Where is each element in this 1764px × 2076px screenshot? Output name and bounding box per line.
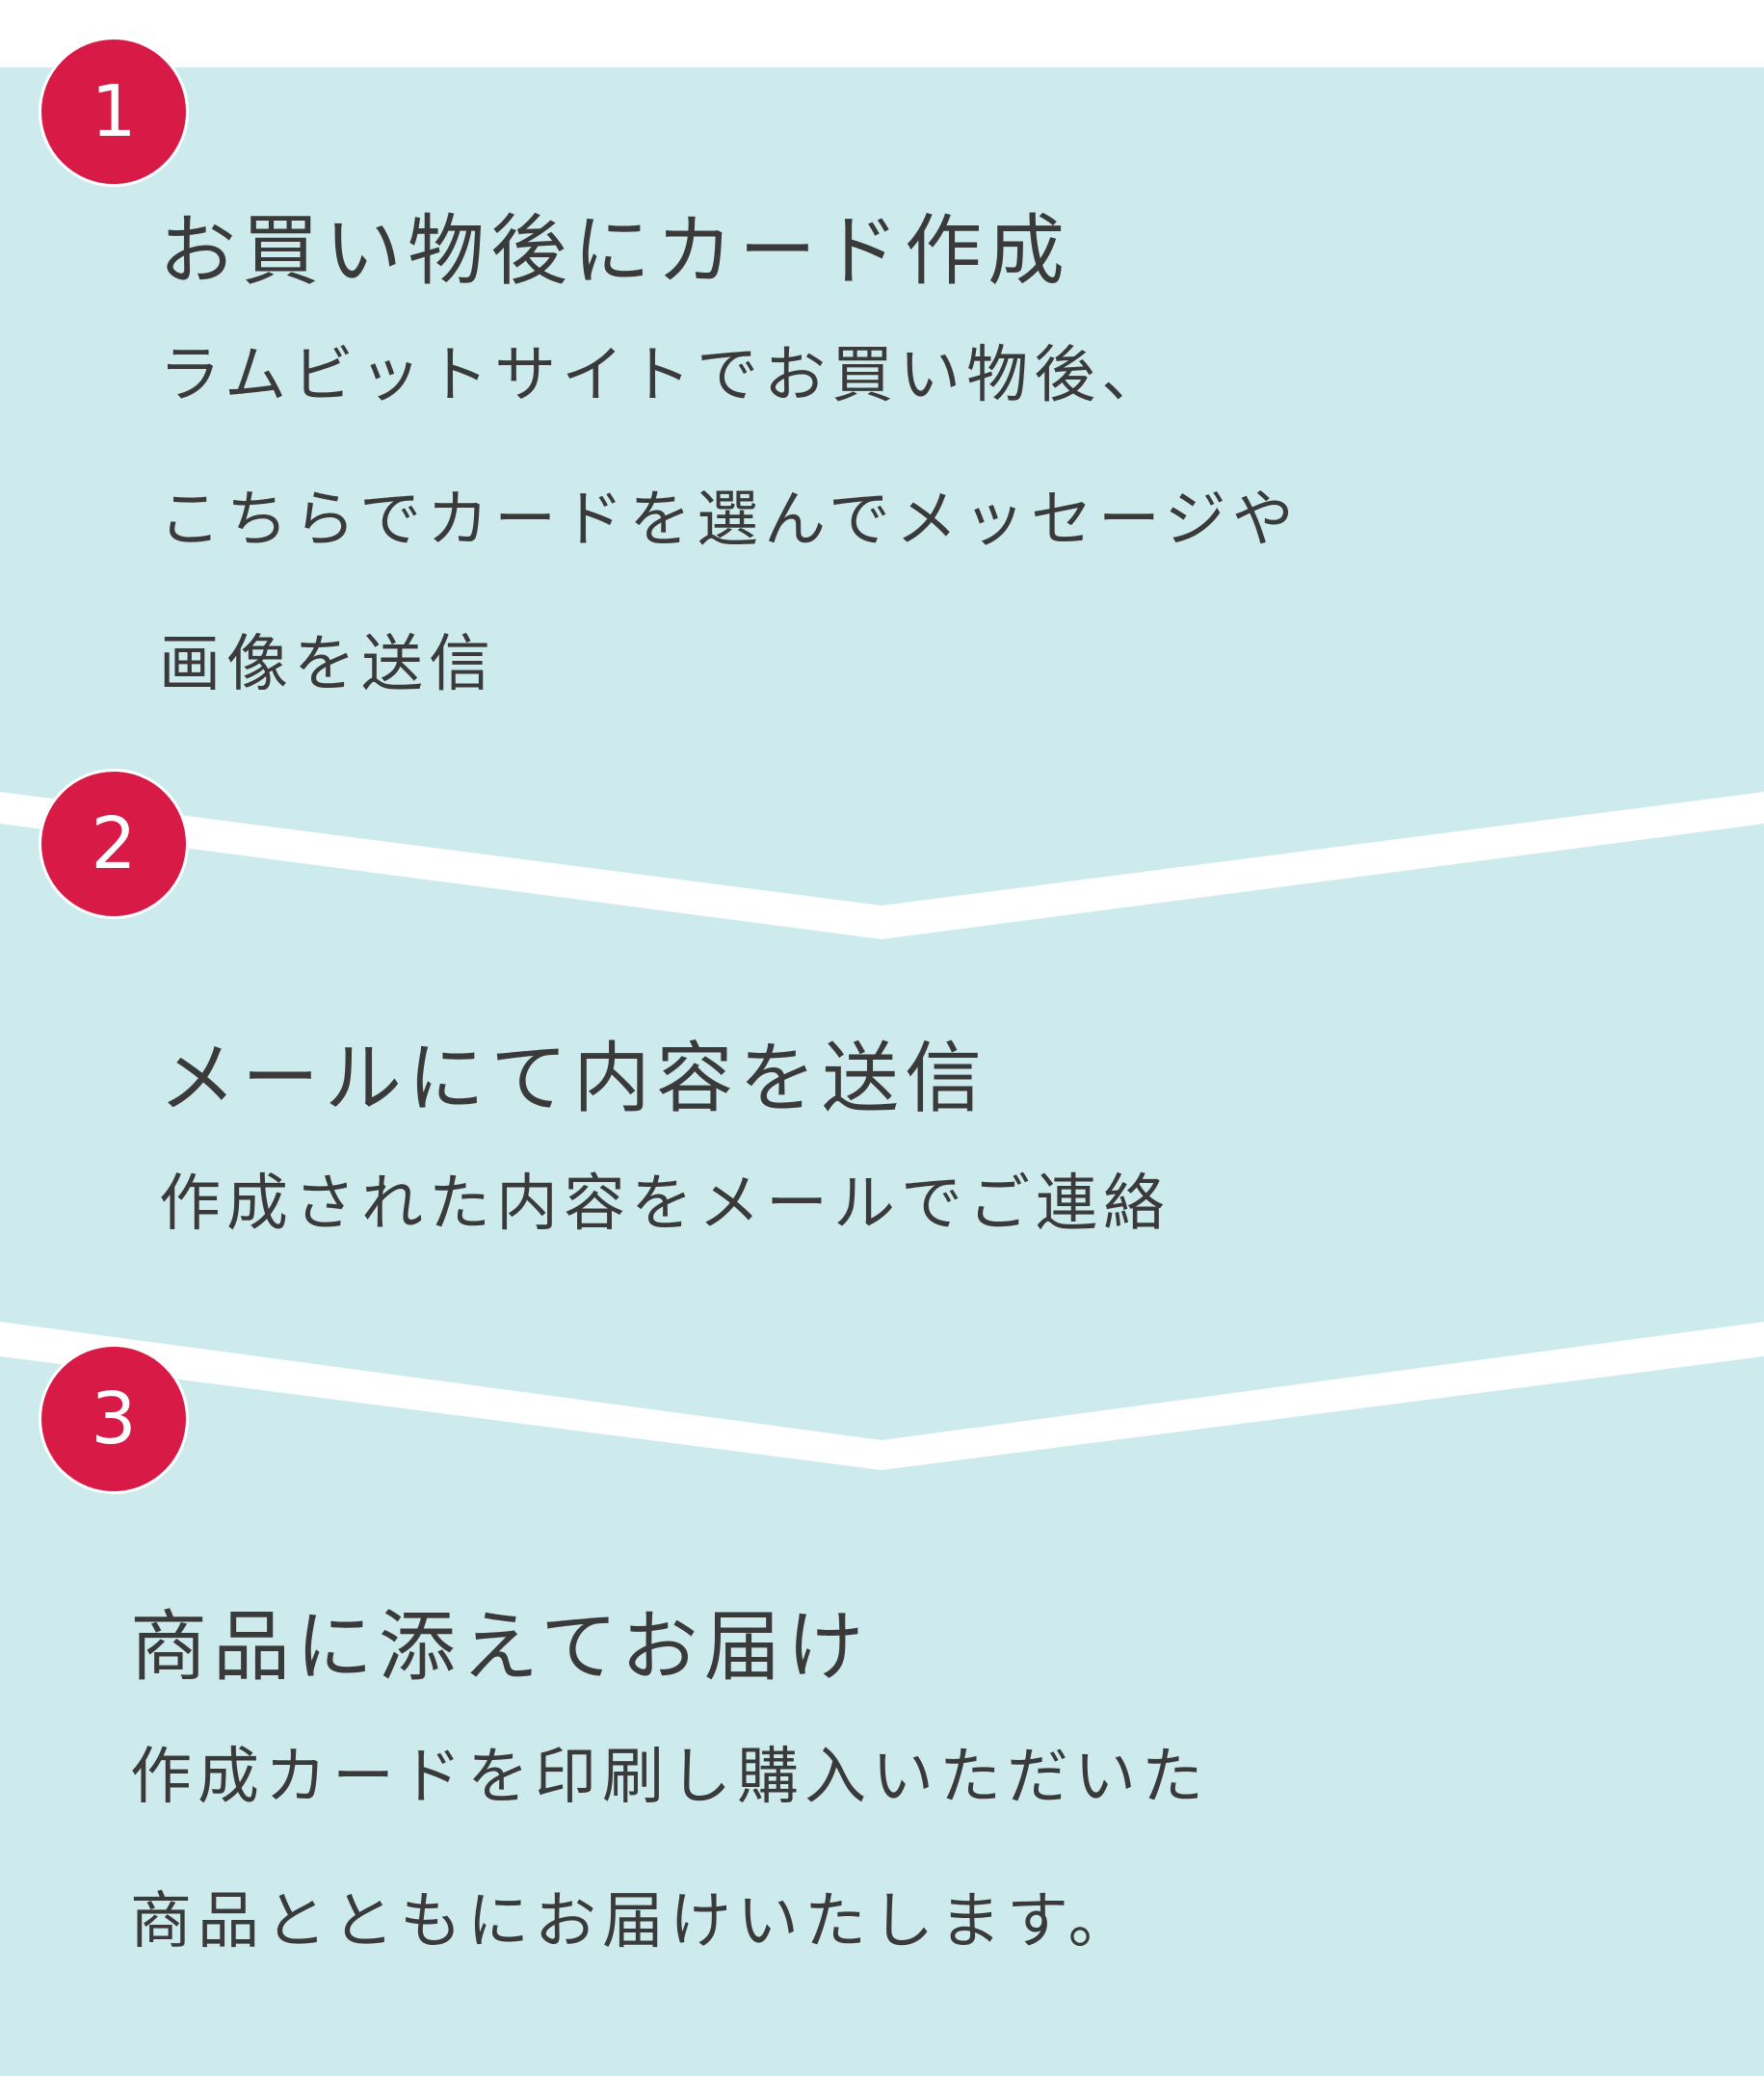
- step-3-description: 作成カードを印刷し購入いただいた 商品とともにお届けいたします。: [130, 1705, 1209, 1994]
- step-1-description: ラムビットサイトでお買い物後、 こちらでカードを選んでメッセージや 画像を送信: [159, 303, 1300, 737]
- step-1-badge: 1: [39, 37, 189, 187]
- step-3-number: 3: [91, 1378, 137, 1460]
- step-1-desc-line-1: ラムビットサイトでお買い物後、: [159, 340, 1170, 411]
- step-2-title: メールにて内容を送信: [159, 1034, 987, 1123]
- step-1-number: 1: [91, 70, 137, 153]
- step-2-badge: 2: [39, 769, 189, 919]
- step-1-panel: [0, 67, 1764, 906]
- step-1-title: お買い物後にカード作成: [159, 206, 1070, 296]
- step-3-title: 商品に添えてお届け: [130, 1602, 870, 1692]
- step-2-panel: [0, 824, 1764, 1440]
- step-3-desc-line-1: 作成カードを印刷し購入いただいた: [130, 1742, 1209, 1813]
- step-1-desc-line-3: 画像を送信: [159, 629, 496, 700]
- step-2-desc-line-1: 作成された内容をメールでご連絡: [159, 1169, 1171, 1240]
- step-1-desc-line-2: こちらでカードを選んでメッセージや: [159, 485, 1300, 556]
- step-3-badge: 3: [39, 1344, 189, 1494]
- step-2-description: 作成された内容をメールでご連絡: [159, 1132, 1171, 1276]
- step-2-number: 2: [91, 802, 137, 885]
- step-3-desc-line-2: 商品とともにお届けいたします。: [130, 1886, 1136, 1958]
- step-3-panel: [0, 1356, 1764, 2076]
